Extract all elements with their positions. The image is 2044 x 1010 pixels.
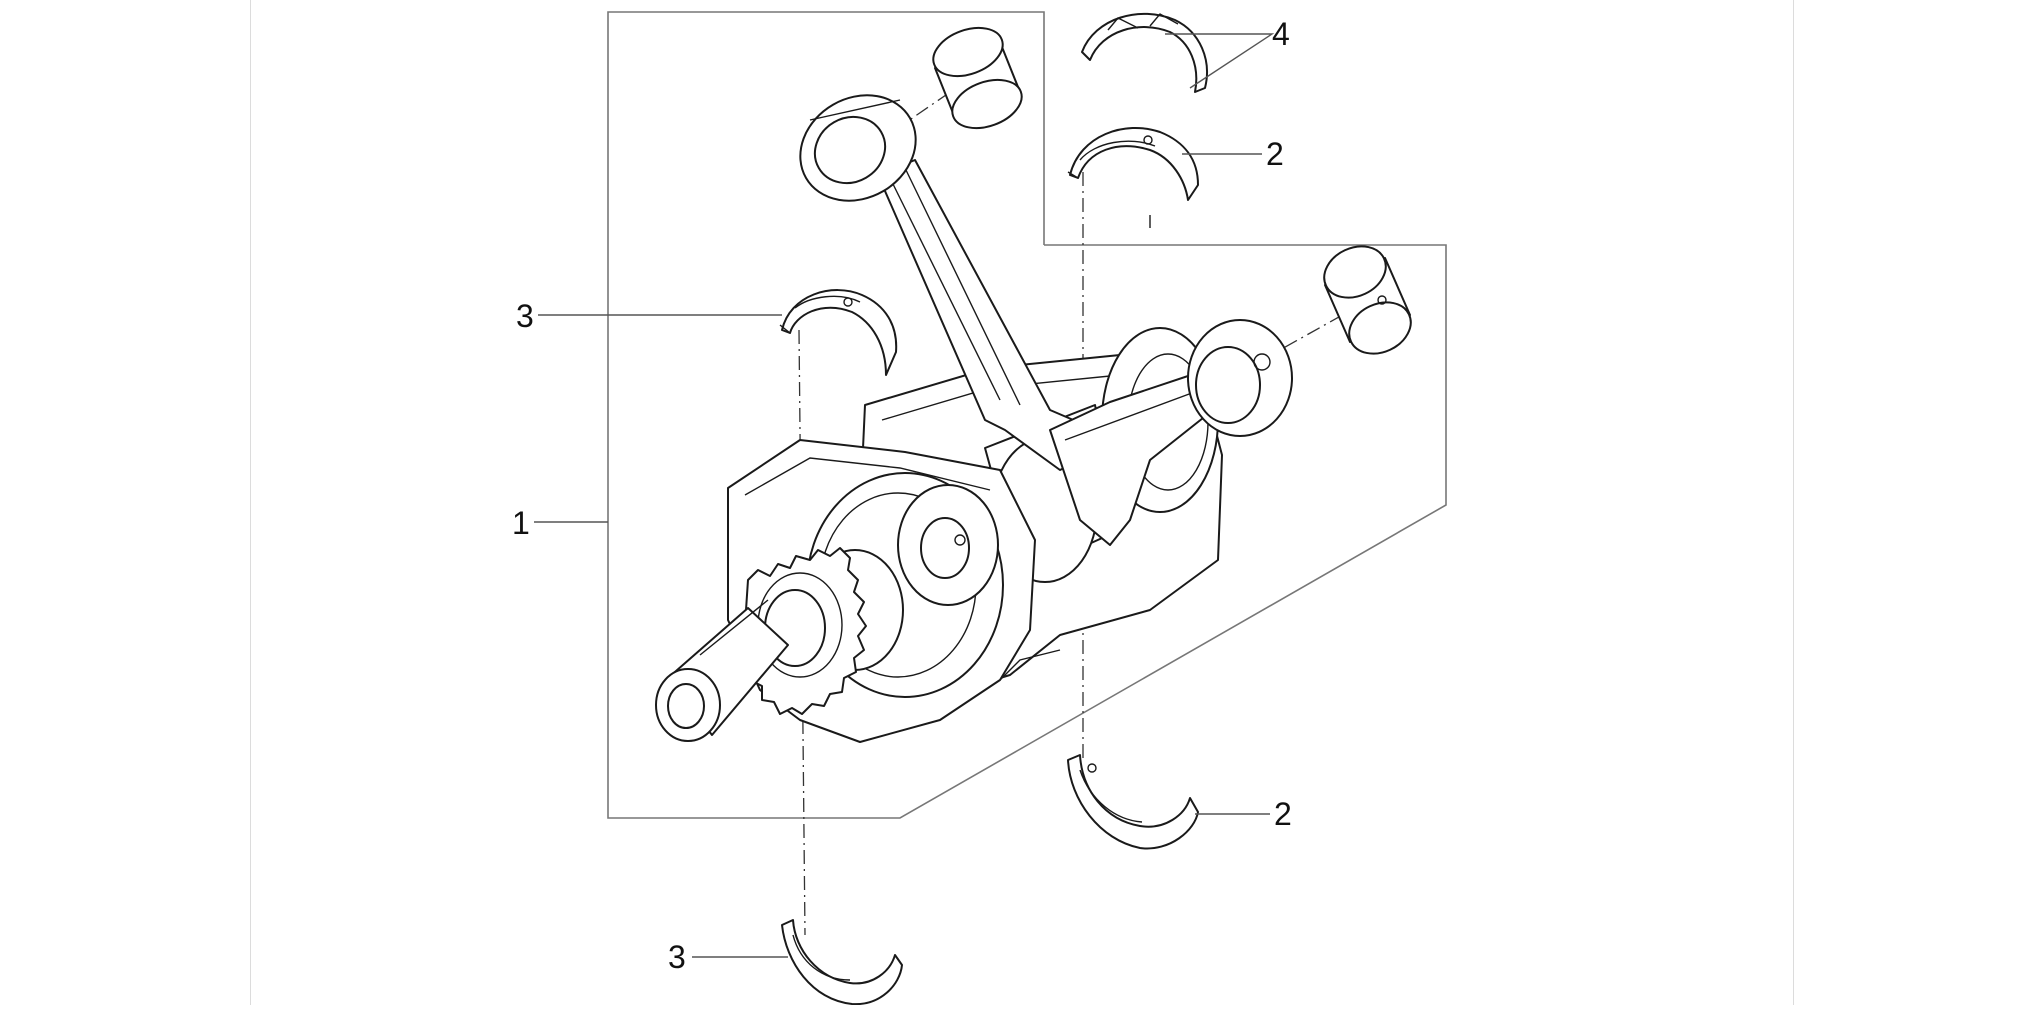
main-bearing-shell-2-lower [1067,754,1199,850]
center-line-main-bearing [798,329,806,936]
callout-4: 4 [1272,16,1290,52]
callout-3-upper: 3 [516,298,534,334]
small-end-bushing-right [1323,245,1412,355]
crankshaft [655,327,1223,743]
connecting-rod-upper [799,94,1121,471]
assembly-frame [607,11,1447,819]
connecting-rod-lower [1049,319,1293,546]
main-bearing-shell-2-upper [1067,127,1199,228]
right-margin-rule [1793,0,1794,1005]
rod-bearing-shell-3-upper [779,289,898,376]
callout-2-upper: 2 [1266,136,1284,172]
thrust-washer-4 [1081,12,1208,93]
callout-2-lower: 2 [1274,796,1292,832]
small-end-bushing-top [932,26,1023,130]
left-margin-rule [250,0,251,1005]
leader-4 [1165,33,1275,89]
callout-3-lower: 3 [668,939,686,975]
rod-bearing-shell-3-lower [781,919,903,1006]
callout-1: 1 [512,505,530,541]
